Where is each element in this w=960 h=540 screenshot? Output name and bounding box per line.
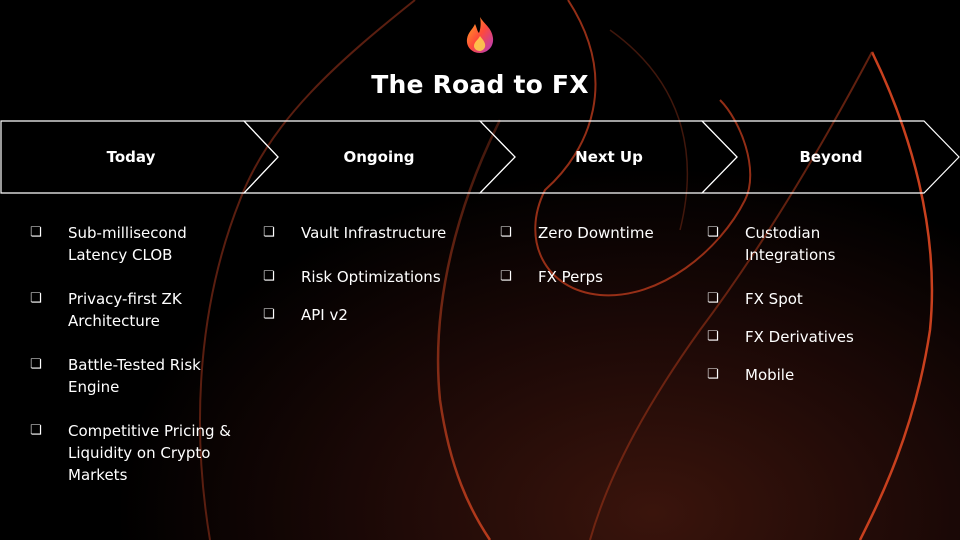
list-item: ❏FX Perps (500, 268, 603, 286)
stage-label-next-up: Next Up (575, 148, 643, 166)
beyond-list: ❏Custodian Integrations ❏FX Spot ❏FX Der… (707, 222, 907, 408)
stage-label-today: Today (106, 148, 156, 166)
checkbox-icon: ❏ (263, 269, 275, 284)
checkbox-icon: ❏ (30, 423, 42, 438)
roadmap-chevron-bar (0, 120, 960, 194)
stage-label-beyond: Beyond (799, 148, 863, 166)
page-title: The Road to FX (371, 70, 589, 99)
list-item: ❏API v2 (263, 306, 348, 324)
flame-logo-icon (466, 17, 494, 53)
checkbox-icon: ❏ (263, 307, 275, 322)
chevron-beyond (700, 120, 960, 194)
checkbox-icon: ❏ (707, 367, 719, 382)
list-item: ❏Vault Infrastructure (263, 224, 447, 242)
checkbox-icon: ❏ (707, 291, 719, 306)
checkbox-icon: ❏ (500, 225, 512, 240)
stage-label-ongoing: Ongoing (343, 148, 415, 166)
list-item: ❏Mobile (707, 366, 795, 384)
list-item: ❏Privacy-first ZK Architecture (30, 290, 182, 330)
list-item: ❏FX Spot (707, 290, 803, 308)
checkbox-icon: ❏ (500, 269, 512, 284)
checkbox-icon: ❏ (30, 357, 42, 372)
checkbox-icon: ❏ (707, 329, 719, 344)
list-item: ❏FX Derivatives (707, 328, 854, 346)
checkbox-icon: ❏ (30, 225, 42, 240)
list-item: ❏Zero Downtime (500, 224, 654, 242)
list-item: ❏Custodian Integrations (707, 224, 836, 264)
checkbox-icon: ❏ (263, 225, 275, 240)
today-list: ❏Sub-millisecond Latency CLOB ❏Privacy-f… (30, 222, 245, 508)
list-item: ❏Risk Optimizations (263, 268, 441, 286)
list-item: ❏Battle-Tested Risk Engine (30, 356, 201, 396)
ongoing-list: ❏Vault Infrastructure ❏Risk Optimization… (263, 222, 488, 348)
next-up-list: ❏Zero Downtime ❏FX Perps (500, 222, 700, 310)
list-item: ❏Competitive Pricing & Liquidity on Cryp… (30, 422, 232, 484)
list-item: ❏Sub-millisecond Latency CLOB (30, 224, 187, 264)
checkbox-icon: ❏ (30, 291, 42, 306)
checkbox-icon: ❏ (707, 225, 719, 240)
